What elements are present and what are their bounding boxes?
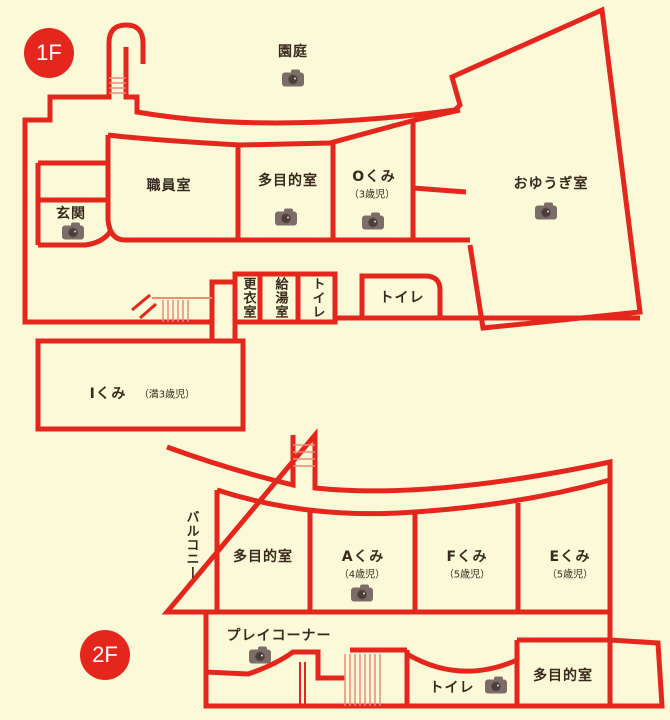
- room-o-class-age: （3歳児）: [348, 189, 396, 201]
- floor-1f-badge: 1F: [24, 28, 74, 78]
- camera-icon[interactable]: [282, 69, 304, 87]
- camera-icon[interactable]: [249, 646, 271, 664]
- room-a-class: Aくみ: [341, 549, 385, 565]
- room-e-class: Eくみ: [549, 549, 591, 565]
- floor-2f-badge: 2F: [80, 630, 130, 680]
- room-toilet-2f: トイレ: [429, 680, 475, 696]
- room-multipurpose-2f-b: 多目的室: [533, 668, 593, 684]
- camera-icon[interactable]: [362, 212, 384, 230]
- room-o-class: Oくみ: [352, 169, 396, 185]
- room-multipurpose-1f: 多目的室: [258, 173, 318, 189]
- room-staff-room: 職員室: [146, 178, 192, 194]
- room-i-class: Iくみ: [89, 386, 127, 402]
- room-play-corner: プレイコーナー: [226, 628, 332, 644]
- room-playroom: おゆうぎ室: [513, 176, 589, 192]
- camera-icon[interactable]: [62, 222, 84, 240]
- room-f-class: Fくみ: [446, 549, 488, 565]
- room-balcony: バルコニー: [183, 510, 199, 580]
- room-kitchenette: 給湯室: [272, 277, 288, 319]
- room-multipurpose-2f: 多目的室: [233, 549, 293, 565]
- room-e-class-age: （5歳児）: [546, 569, 594, 581]
- room-a-class-age: （4歳児）: [338, 569, 386, 581]
- camera-icon[interactable]: [351, 584, 373, 602]
- room-changing-room: 更衣室: [240, 277, 256, 319]
- camera-icon[interactable]: [485, 676, 507, 694]
- room-toilet-1f: トイレ: [379, 290, 425, 306]
- camera-icon[interactable]: [275, 208, 297, 226]
- room-f-class-age: （5歳児）: [443, 569, 491, 581]
- camera-icon[interactable]: [535, 202, 557, 220]
- room-garden: 園庭: [278, 44, 308, 60]
- room-entrance: 玄関: [56, 206, 86, 222]
- room-toilet-1f-small: トイレ: [309, 277, 325, 319]
- room-i-class-age: （満3歳児）: [138, 389, 196, 401]
